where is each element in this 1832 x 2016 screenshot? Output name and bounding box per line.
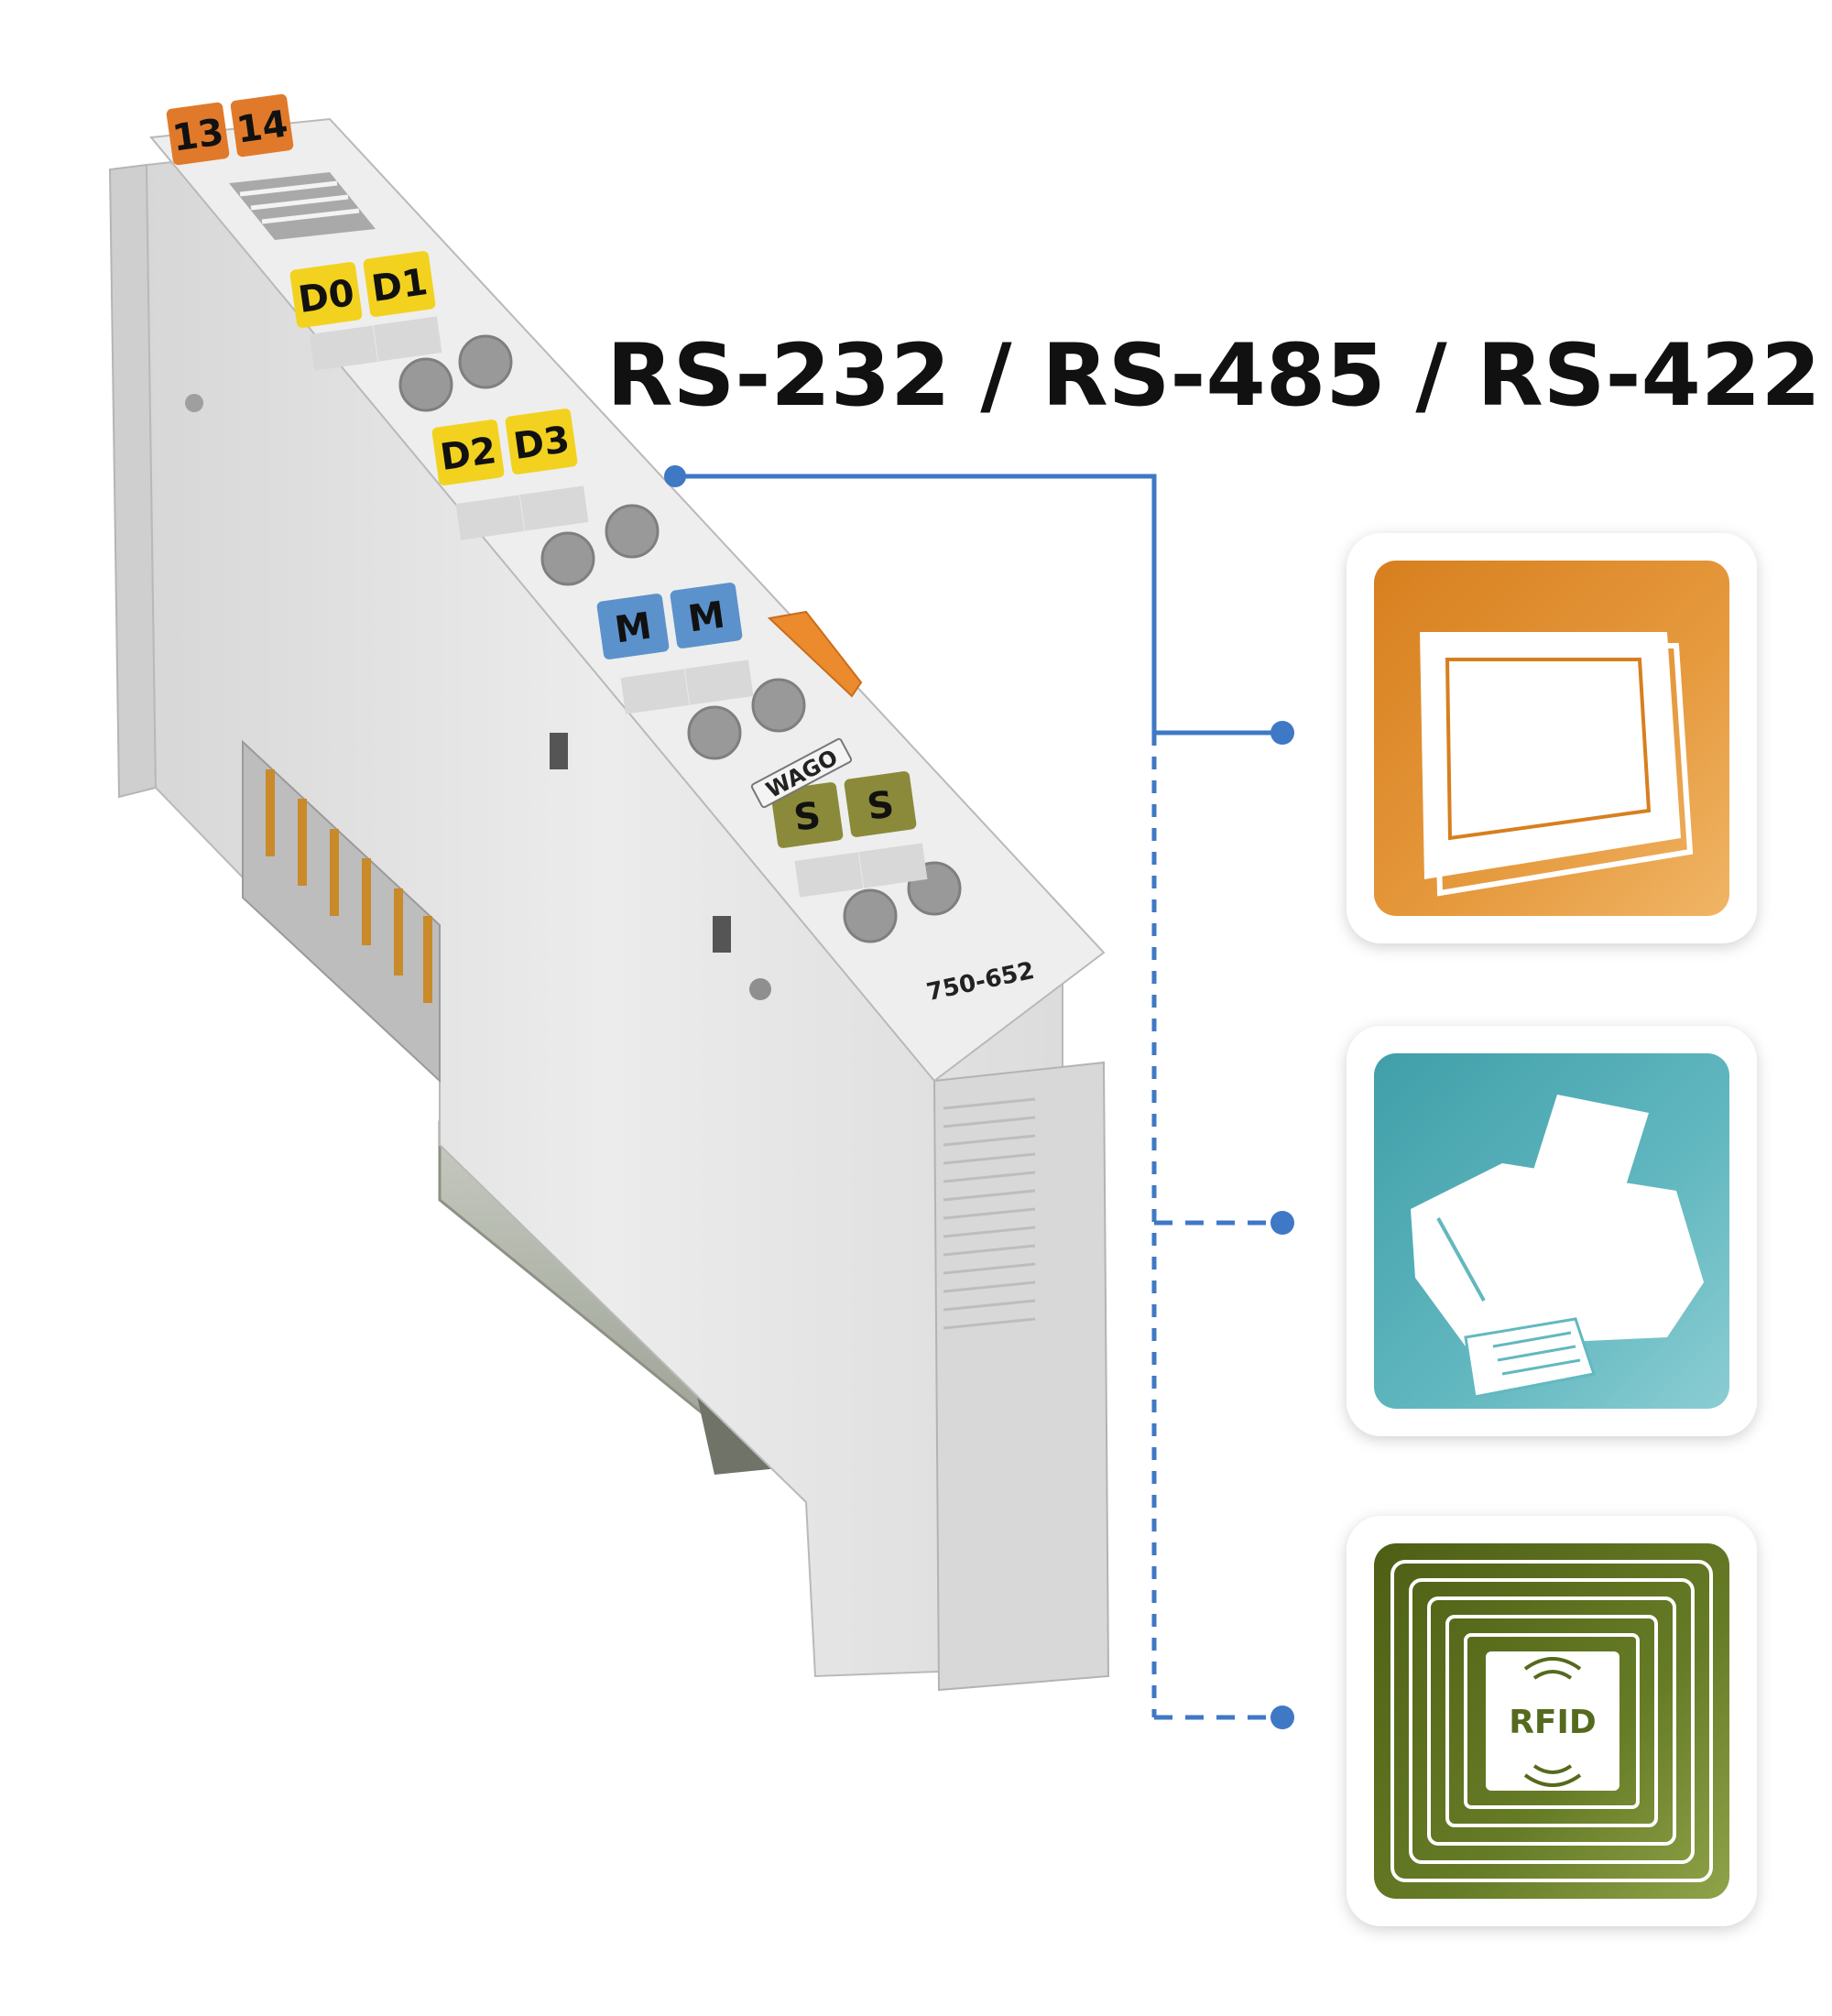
- marker-strip: [229, 172, 376, 240]
- terminal-d3-label: D3: [511, 419, 572, 468]
- connector-dots: [664, 465, 1294, 1729]
- terminal-14-label: 14: [234, 103, 291, 151]
- rfid-device: RFID: [1347, 1516, 1757, 1926]
- terminal-markers: 13 14 D0 D1 D2 D3: [166, 93, 917, 848]
- printer-device: [1347, 1026, 1757, 1436]
- terminal-14: 14: [230, 93, 294, 158]
- terminal-m2: M: [670, 583, 743, 648]
- bus-contacts: [242, 739, 441, 1084]
- terminal-d3: D3: [505, 409, 578, 474]
- touch-panel-device: [1347, 533, 1757, 943]
- connector-lines: [675, 474, 1282, 1720]
- terminal-s2: S: [844, 771, 917, 837]
- terminal-d1: D1: [363, 251, 436, 317]
- panel-dot: [1270, 721, 1294, 745]
- terminal-d2: D2: [431, 420, 505, 485]
- terminal-13-label: 13: [170, 111, 227, 159]
- rfid-label: RFID: [1509, 1704, 1597, 1741]
- rfid-tag-icon: [1390, 1560, 1713, 1882]
- terminal-d2-label: D2: [438, 430, 499, 479]
- terminal-d0: D0: [289, 262, 363, 328]
- terminal-m1: M: [596, 594, 670, 659]
- terminal-m1-label: M: [612, 605, 654, 651]
- terminal-s1: S: [770, 782, 844, 848]
- io-module: 13 14 D0 D1 D2 D3: [108, 93, 1110, 1692]
- terminal-d1-label: D1: [369, 261, 431, 311]
- rfid-chip: [1486, 1651, 1619, 1791]
- terminal-s2-label: S: [865, 783, 897, 829]
- printer-dot: [1270, 1211, 1294, 1235]
- rfid-wave-icon: [1523, 1657, 1582, 1787]
- terminal-13: 13: [166, 102, 230, 166]
- module-dot: [664, 465, 686, 487]
- terminal-s1-label: S: [791, 794, 823, 840]
- rfid-dot: [1270, 1705, 1294, 1729]
- interface-heading: RS-232 / RS-485 / RS-422: [606, 326, 1821, 426]
- release-lever: [767, 610, 863, 698]
- solid-connector: [675, 474, 1282, 736]
- printer-icon: [1411, 1095, 1704, 1399]
- terminal-m2-label: M: [685, 594, 727, 640]
- terminal-d0-label: D0: [296, 272, 357, 321]
- touch-panel-icon: [1420, 632, 1694, 897]
- terminal-holes: [398, 334, 962, 943]
